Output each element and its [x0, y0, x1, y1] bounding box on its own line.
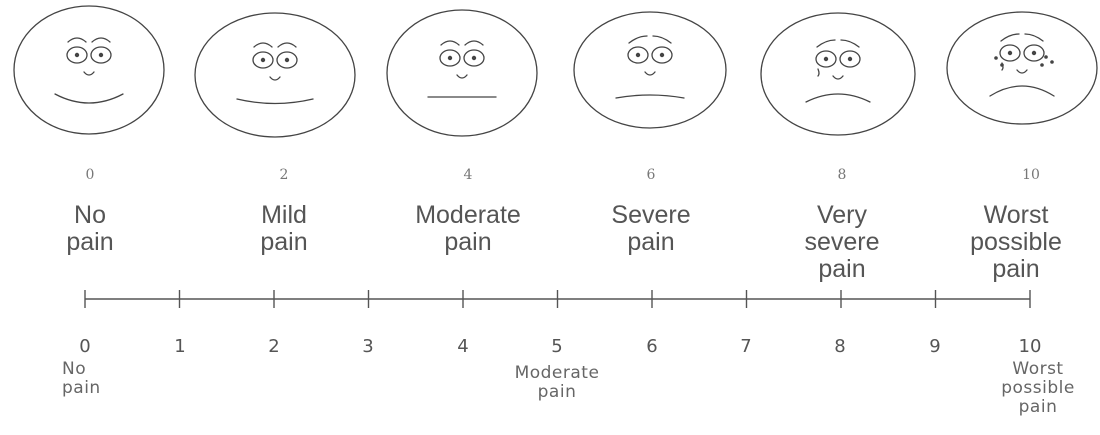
- anchor-no-pain-line-2: pain: [62, 379, 132, 398]
- anchor-worst-possible-pain: Worst possible pain: [976, 360, 1100, 417]
- anchor-moderate-pain: Moderate pain: [482, 364, 632, 402]
- anchor-moderate-pain-line-1: Moderate: [482, 364, 632, 383]
- tick-label-2: 2: [264, 338, 284, 356]
- tick-label-6: 6: [642, 338, 662, 356]
- tick-label-10: 10: [1010, 338, 1050, 356]
- tick-label-9: 9: [925, 338, 945, 356]
- tick-label-5: 5: [547, 338, 567, 356]
- tick-label-1: 1: [170, 338, 190, 356]
- anchor-no-pain-line-1: No: [62, 360, 132, 379]
- tick-label-3: 3: [358, 338, 378, 356]
- anchor-moderate-pain-line-2: pain: [482, 383, 632, 402]
- anchor-no-pain: No pain: [62, 360, 132, 398]
- anchor-worst-line-3: pain: [976, 398, 1100, 417]
- tick-label-0: 0: [75, 338, 95, 356]
- tick-label-4: 4: [453, 338, 473, 356]
- anchor-worst-line-2: possible: [976, 379, 1100, 398]
- anchor-worst-line-1: Worst: [976, 360, 1100, 379]
- tick-label-7: 7: [736, 338, 756, 356]
- tick-label-8: 8: [830, 338, 850, 356]
